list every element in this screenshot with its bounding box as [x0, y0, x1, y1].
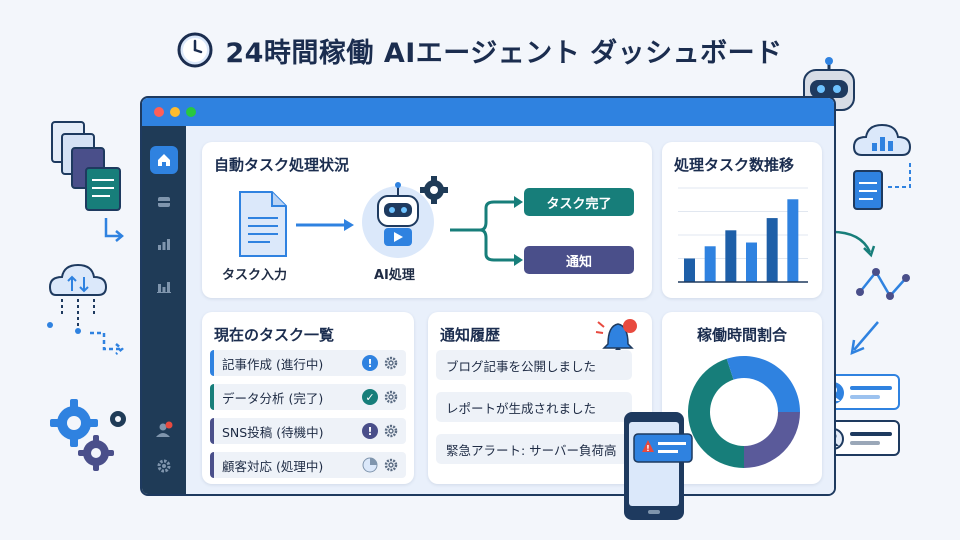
svg-text:!: ! — [646, 444, 650, 453]
sidebar — [142, 126, 186, 494]
ai-label: AI処理 — [374, 268, 415, 283]
gears-icon — [50, 399, 126, 471]
task-complete-badge[interactable]: タスク完了 — [524, 188, 634, 216]
dashboard-window: 自動タスク処理状況 タスク入力 AI処理 — [140, 96, 836, 496]
settings-icon[interactable] — [150, 452, 178, 480]
donut-chart — [688, 356, 800, 468]
input-label: タスク入力 — [222, 268, 288, 283]
bar — [746, 242, 757, 282]
branch-arrow-icon — [450, 196, 523, 266]
close-button[interactable] — [154, 107, 164, 117]
notification-item[interactable]: レポートが生成されました — [436, 392, 632, 422]
task-row[interactable]: 顧客対応 (処理中) — [210, 452, 406, 478]
notification-item[interactable]: ブログ記事を公開しました — [436, 350, 632, 380]
notification-card: 通知履歴 ブログ記事を公開しました レポートが生成されました 緊急アラート: サ… — [428, 312, 652, 484]
bar — [725, 230, 737, 282]
bar — [704, 246, 716, 282]
notify-badge[interactable]: 通知 — [524, 246, 634, 274]
gear-icon[interactable] — [384, 458, 398, 472]
task-label: 記事作成 (進行中) — [222, 356, 324, 372]
task-label: データ分析 (完了) — [222, 390, 324, 406]
clock-icon — [177, 32, 213, 68]
trend-title: 処理タスク数推移 — [674, 156, 795, 174]
user-alert-icon[interactable] — [150, 416, 178, 444]
minimize-button[interactable] — [170, 107, 180, 117]
bar — [787, 199, 799, 282]
in-progress-icon: ! — [362, 355, 378, 371]
task-label: 顧客対応 (処理中) — [222, 458, 324, 474]
window-titlebar — [142, 98, 834, 126]
donut-slice — [688, 358, 744, 468]
check-icon: ✓ — [362, 389, 378, 405]
gear-icon[interactable] — [384, 356, 398, 370]
task-row[interactable]: 記事作成 (進行中) ! — [210, 350, 406, 376]
bell-alert-icon — [595, 319, 637, 354]
report-icon[interactable] — [150, 272, 178, 300]
document-icon — [239, 191, 287, 257]
process-card: 自動タスク処理状況 タスク入力 AI処理 — [202, 142, 652, 298]
smartphone-icon: ! — [624, 412, 693, 520]
donut-slice — [744, 412, 800, 468]
gear-icon[interactable] — [384, 390, 398, 404]
task-label: SNS投稿 (待機中) — [222, 424, 324, 440]
task-row[interactable]: データ分析 (完了) ✓ — [210, 384, 406, 410]
page-title: 24時間稼働 AIエージェント ダッシュボード — [225, 37, 783, 69]
processing-icon — [362, 457, 378, 473]
bar-chart — [678, 187, 808, 283]
trend-card: 処理タスク数推移 — [662, 142, 822, 298]
notification-title: 通知履歴 — [440, 326, 501, 344]
cloud-sync-icon — [47, 263, 124, 355]
bar — [684, 258, 695, 282]
uptime-title: 稼働時間割合 — [696, 326, 787, 344]
ai-robot-icon — [362, 176, 448, 258]
gear-icon[interactable] — [384, 424, 398, 438]
cloud-analytics-icon — [852, 123, 912, 210]
notification-item[interactable]: 緊急アラート: サーバー負荷高 — [436, 434, 632, 464]
page-header: 24時間稼働 AIエージェント ダッシュボード — [0, 30, 960, 70]
inbox-icon[interactable] — [150, 188, 178, 216]
process-title: 自動タスク処理状況 — [214, 156, 350, 174]
maximize-button[interactable] — [186, 107, 196, 117]
home-icon[interactable] — [150, 146, 178, 174]
bar-chart-icon[interactable] — [150, 230, 178, 258]
trend-line-icon — [825, 230, 910, 356]
task-list-card: 現在のタスク一覧 記事作成 (進行中) ! データ分析 (完了) ✓ SNS投稿… — [202, 312, 414, 484]
bar — [766, 218, 778, 282]
waiting-icon: ! — [362, 423, 378, 439]
task-row[interactable]: SNS投稿 (待機中) ! — [210, 418, 406, 444]
arrow-icon — [296, 219, 354, 231]
task-list-title: 現在のタスク一覧 — [214, 326, 335, 344]
donut-slice — [726, 356, 800, 412]
documents-icon — [51, 121, 124, 242]
